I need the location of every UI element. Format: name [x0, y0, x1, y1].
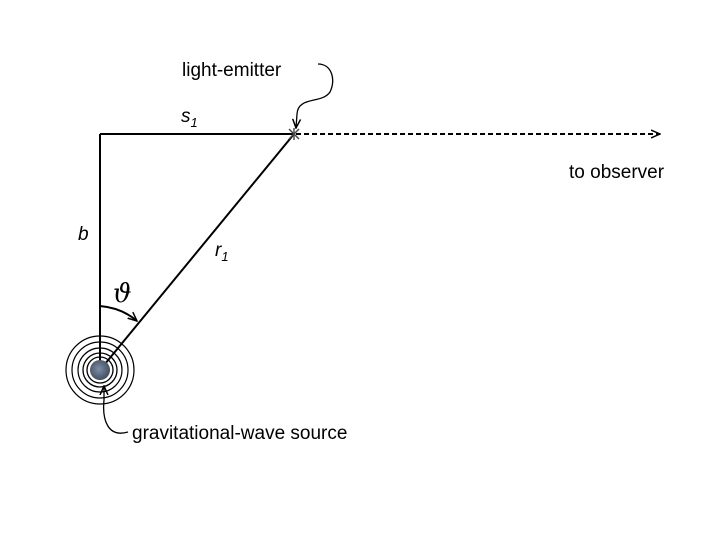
to-observer-label: to observer — [569, 162, 665, 183]
s1-label: s1 — [181, 106, 198, 130]
light-emitter-star — [288, 128, 300, 140]
theta-angle-arc — [99, 305, 137, 321]
r1-label-sub: 1 — [221, 249, 228, 264]
theta-label: ϑ — [113, 279, 132, 309]
source-callout-pointer — [104, 386, 129, 434]
s1-label-sub: 1 — [191, 115, 198, 130]
r1-label-base: r — [215, 240, 222, 261]
emitter-callout-pointer — [296, 63, 334, 128]
r1-label: r1 — [215, 240, 229, 264]
source-core — [90, 360, 110, 380]
light-emitter-label: light-emitter — [182, 60, 282, 81]
s1-label-base: s — [181, 106, 191, 127]
b-label: b — [78, 224, 89, 245]
line-r1 — [99, 133, 295, 371]
gravitational-wave-source-label: gravitational-wave source — [132, 423, 347, 444]
